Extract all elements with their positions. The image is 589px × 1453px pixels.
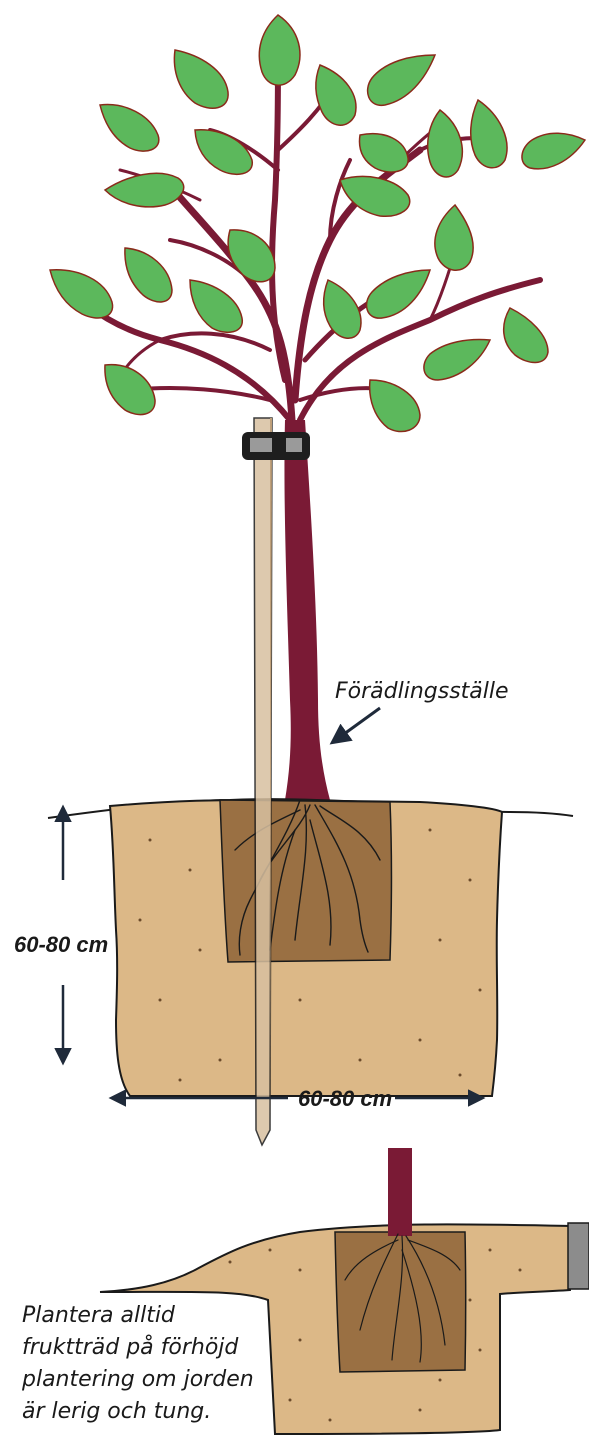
- leaf: [324, 280, 361, 338]
- raised-root-ball: [335, 1232, 466, 1372]
- tree-tie: [242, 432, 310, 460]
- leaf: [174, 50, 228, 108]
- leaf: [368, 55, 435, 105]
- support-stake: [254, 418, 272, 1145]
- leaf: [471, 100, 507, 168]
- leaf: [360, 134, 409, 172]
- leaf: [435, 205, 473, 270]
- leaf: [522, 133, 585, 169]
- leaf: [367, 270, 430, 318]
- leaf: [259, 15, 300, 85]
- leaf: [195, 130, 252, 175]
- raised-trunk: [388, 1148, 412, 1236]
- graft-point-arrow: [333, 708, 380, 742]
- leaf: [316, 65, 356, 125]
- graft-point-label: Förädlingsställe: [335, 679, 509, 704]
- leaf: [50, 270, 113, 318]
- leaf: [190, 280, 242, 332]
- note-line: är lerig och tung.: [22, 1399, 211, 1424]
- leaf: [100, 105, 159, 152]
- leaf: [428, 110, 463, 177]
- leaf: [228, 230, 275, 282]
- leaf: [504, 308, 548, 363]
- tree-leaves: [50, 15, 585, 432]
- raised-planting-note: Plantera alltid fruktträd på förhöjd pla…: [21, 1303, 254, 1424]
- leaf: [105, 173, 184, 207]
- note-line: fruktträd på förhöjd: [22, 1334, 239, 1360]
- leaf: [424, 340, 490, 380]
- note-line: Plantera alltid: [22, 1303, 176, 1328]
- leaf: [125, 248, 172, 302]
- edging-board: [568, 1223, 589, 1289]
- leaf: [370, 380, 420, 432]
- note-line: plantering om jorden: [21, 1367, 254, 1392]
- width-label: 60-80 cm: [298, 1086, 392, 1111]
- leaf: [105, 365, 155, 415]
- depth-label: 60-80 cm: [14, 932, 108, 957]
- tree-trunk: [284, 420, 330, 800]
